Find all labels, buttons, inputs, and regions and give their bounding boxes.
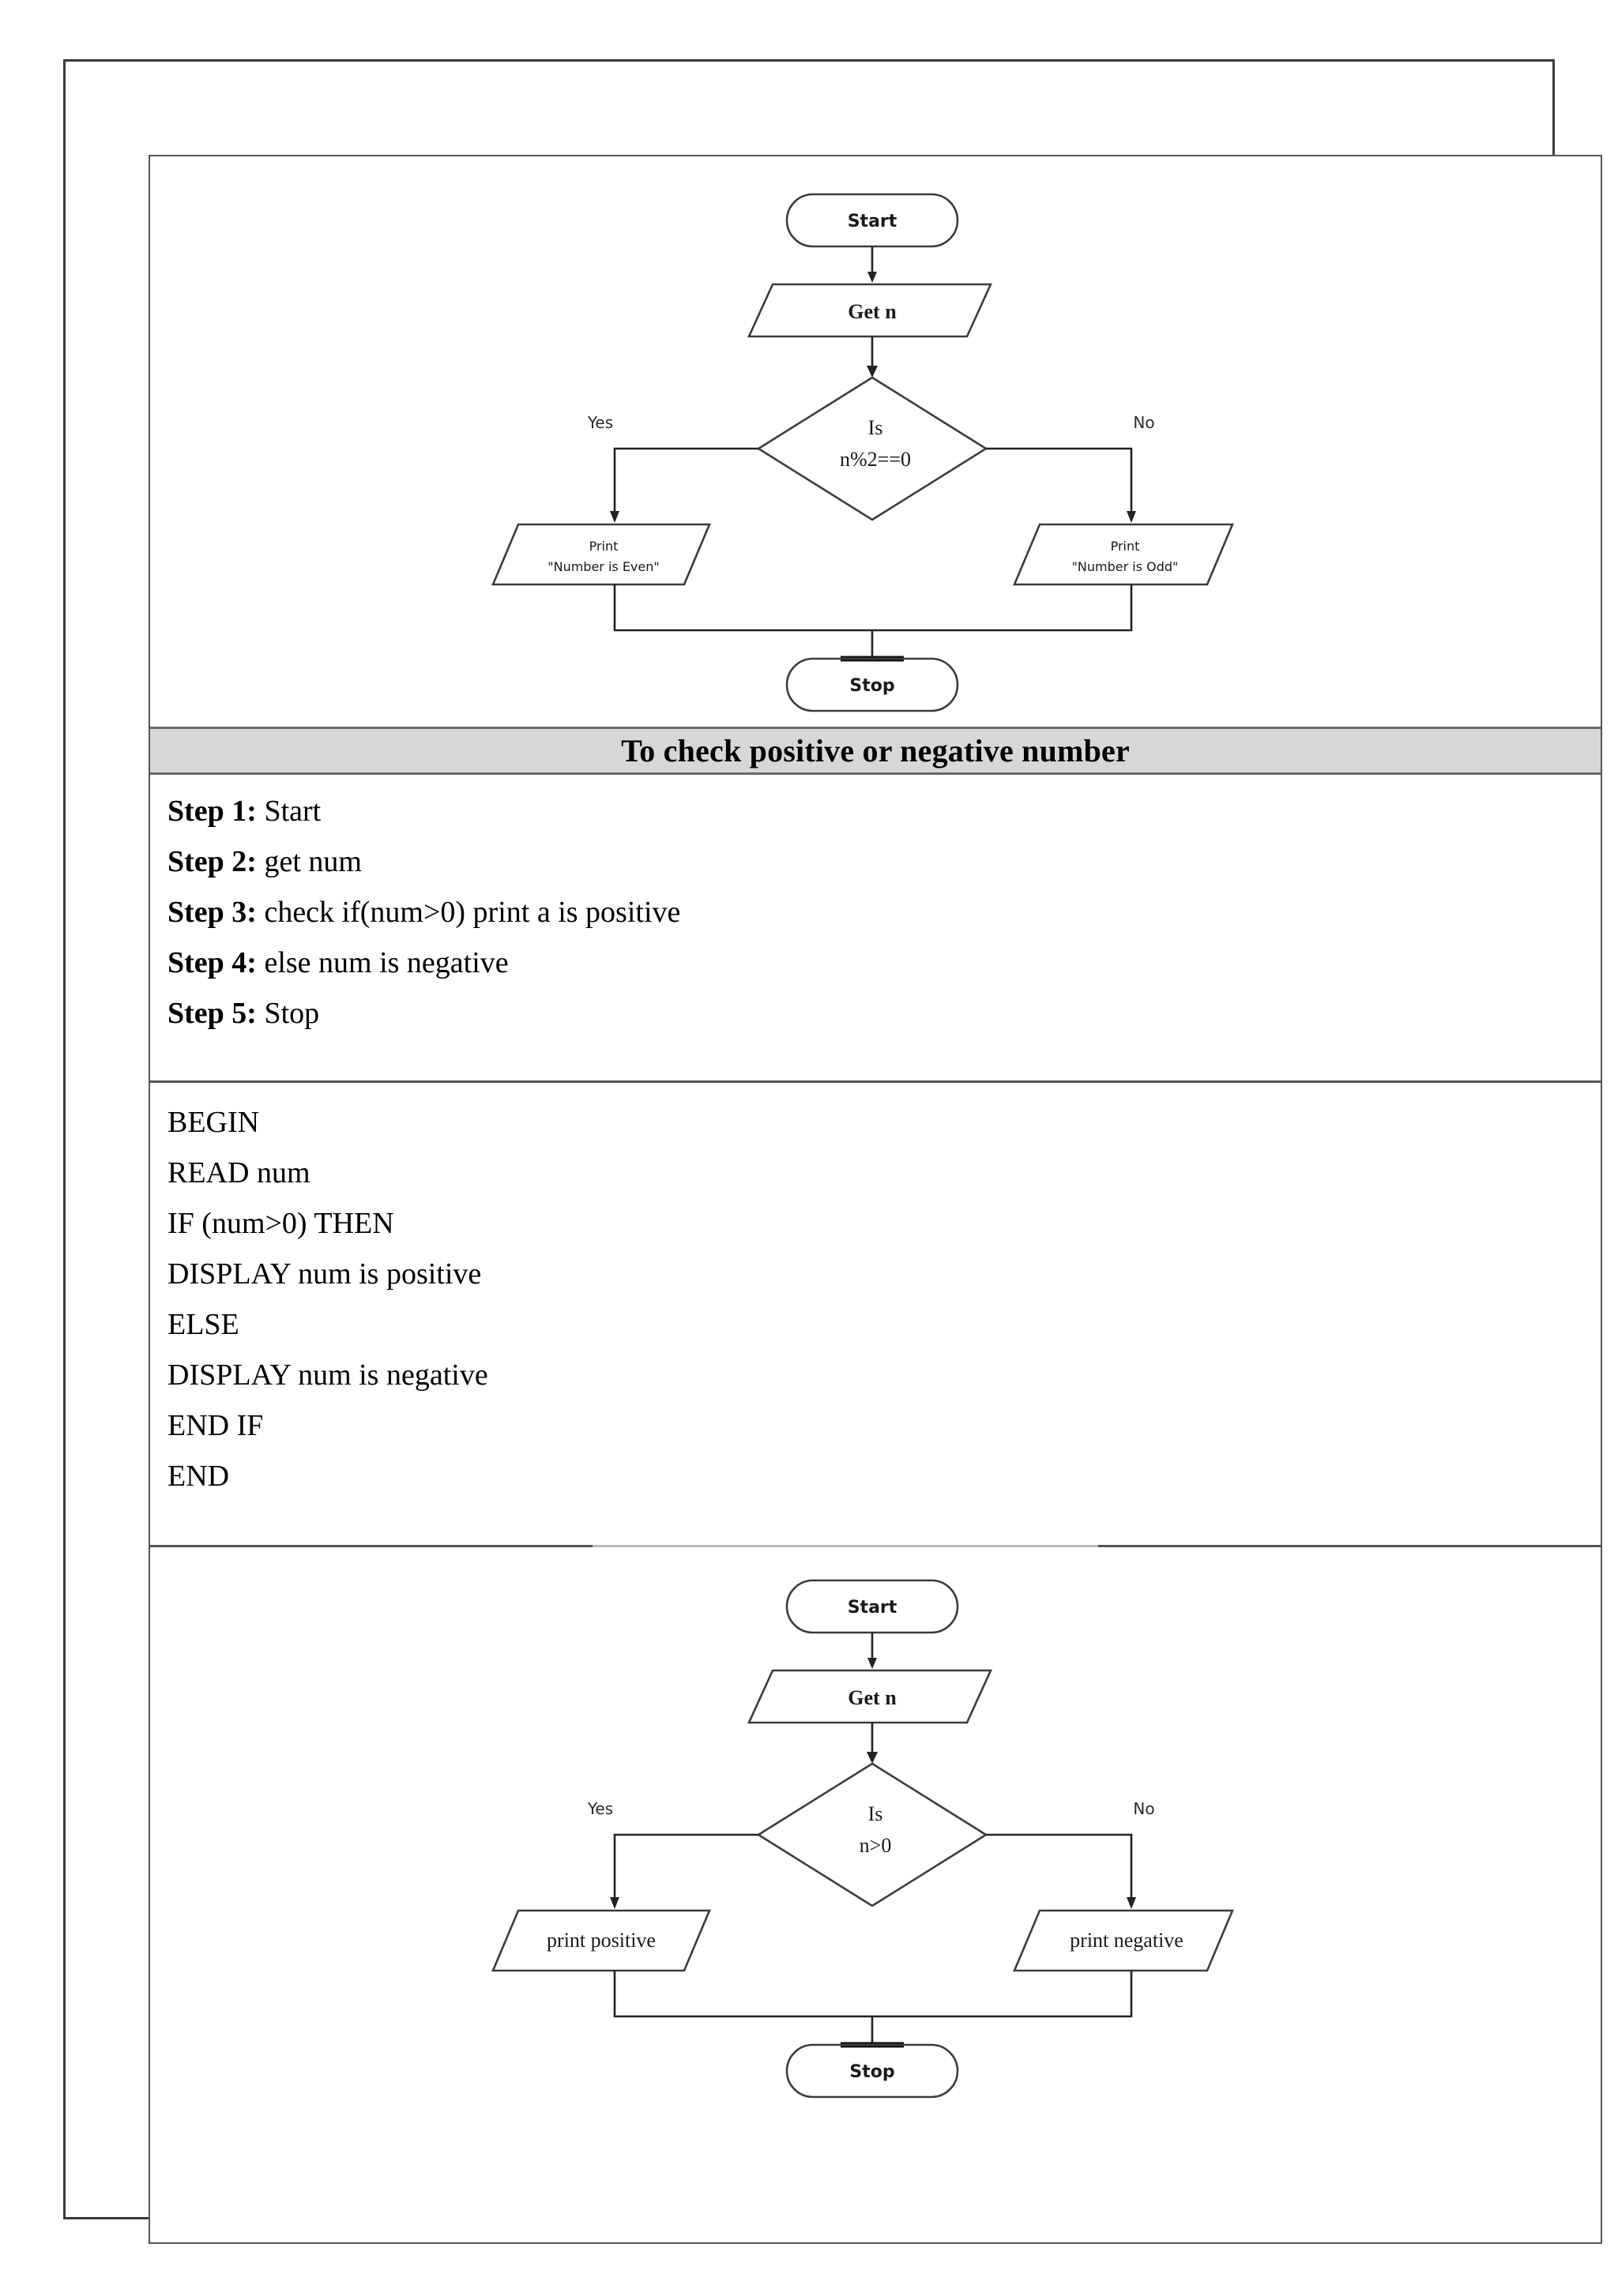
flowchart-pos-neg-cell: Start Get n Is n>0 Yes	[150, 1547, 1601, 2100]
arrowhead-yes	[610, 511, 619, 523]
yes-branch-line	[613, 447, 758, 513]
section-header-row: To check positive or negative number	[150, 729, 1601, 775]
pseudocode-cell: BEGIN READ num IF (num>0) THEN DISPLAY n…	[150, 1083, 1601, 1547]
stop-label-2: Stop	[849, 2062, 894, 2082]
flowchart-pos-neg: Start Get n Is n>0 Yes	[150, 1547, 1601, 2100]
print-odd-parallelogram	[1013, 523, 1234, 586]
step-line: Step 1: Start	[167, 786, 1583, 836]
pseudocode-line: IF (num>0) THEN	[167, 1207, 394, 1240]
start-label: Start	[848, 212, 897, 231]
merge-line-2	[613, 1971, 1133, 2018]
arrowhead-start-to-input	[867, 272, 877, 283]
no-label: No	[1133, 413, 1154, 432]
step-label: Step 4:	[167, 946, 257, 979]
merge-line	[613, 584, 1133, 632]
pseudocode-line: READ num	[167, 1156, 310, 1189]
step-line: Step 3: check if(num>0) print a is posit…	[167, 887, 1583, 938]
step-label: Step 1:	[167, 795, 257, 828]
pseudocode-line: ELSE	[167, 1308, 239, 1341]
flowchart-even-odd-svg: Start Get n Is n%2==0 Yes	[491, 193, 1234, 712]
pseudocode-line: DISPLAY num is positive	[167, 1257, 482, 1291]
step-label: Step 2:	[167, 845, 257, 878]
print-negative-parallelogram	[1013, 1909, 1234, 1972]
decision-label-line1: Is	[868, 416, 883, 439]
print-even-parallelogram	[491, 523, 711, 586]
step-text: Stop	[264, 997, 320, 1030]
section-header-title: To check positive or negative number	[621, 733, 1130, 768]
step-line: Step 2: get num	[167, 836, 1583, 887]
input-label-2: Get n	[848, 1686, 897, 1709]
pseudocode-line: END IF	[167, 1409, 264, 1442]
divider-soft-segment	[593, 1545, 1098, 1547]
arrowhead-no-2	[1127, 1897, 1136, 1909]
print-even-line1: Print	[589, 539, 619, 554]
pseudocode-line: BEGIN	[167, 1106, 260, 1139]
arrowhead-no	[1127, 511, 1136, 523]
stop-terminator-2	[785, 2043, 959, 2099]
decision-label-2-line1: Is	[868, 1802, 883, 1825]
step-text: check if(num>0) print a is positive	[264, 896, 681, 929]
document-table: Start Get n Is n%2==0 Yes	[149, 155, 1602, 2244]
page-border: Start Get n Is n%2==0 Yes	[63, 59, 1602, 2244]
arrowhead-input-to-decision	[867, 366, 878, 378]
flowchart-pos-neg-svg: Start Get n Is n>0 Yes	[491, 1579, 1234, 2099]
start-label-2: Start	[848, 1598, 897, 1618]
input-label: Get n	[848, 300, 897, 323]
step-text: Start	[264, 795, 322, 828]
no-branch-line-2	[986, 1833, 1133, 1900]
arrowhead-input-to-decision-2	[867, 1752, 878, 1764]
no-label-2: No	[1133, 1799, 1154, 1818]
step-label: Step 5:	[167, 997, 257, 1030]
decision-diamond	[756, 376, 988, 521]
decision-diamond-2	[756, 1762, 988, 1907]
pseudocode-line: DISPLAY num is negative	[167, 1358, 488, 1392]
step-label: Step 3:	[167, 896, 257, 929]
step-line: Step 5: Stop	[167, 988, 1583, 1039]
print-odd-line1: Print	[1111, 539, 1140, 554]
input-parallelogram-2	[747, 1669, 993, 1724]
print-positive-parallelogram	[491, 1909, 711, 1972]
yes-label-2: Yes	[587, 1799, 613, 1818]
flowchart-even-odd: Start Get n Is n%2==0 Yes	[150, 156, 1601, 725]
step-text: get num	[264, 845, 362, 878]
decision-label-2-line2: n>0	[860, 1834, 892, 1857]
print-positive-label: print positive	[547, 1929, 656, 1952]
print-even-line2: "Number is Even"	[547, 559, 660, 574]
decision-label-line2: n%2==0	[840, 448, 911, 471]
stop-terminator	[785, 657, 959, 712]
input-parallelogram	[747, 283, 993, 338]
stop-label: Stop	[849, 676, 894, 696]
flowchart-even-odd-cell: Start Get n Is n%2==0 Yes	[150, 156, 1601, 729]
arrowhead-yes-2	[610, 1897, 619, 1909]
step-text: else num is negative	[264, 946, 509, 979]
arrowhead-start-to-input-2	[867, 1658, 877, 1669]
yes-label: Yes	[587, 413, 613, 432]
no-branch-line	[986, 447, 1133, 513]
yes-branch-line-2	[613, 1833, 758, 1900]
algorithm-steps-cell: Step 1: Start Step 2: get num Step 3: ch…	[150, 775, 1601, 1083]
pseudocode-line: END	[167, 1460, 230, 1493]
step-line: Step 4: else num is negative	[167, 938, 1583, 988]
print-odd-line2: "Number is Odd"	[1072, 559, 1179, 574]
print-negative-label: print negative	[1070, 1929, 1183, 1952]
